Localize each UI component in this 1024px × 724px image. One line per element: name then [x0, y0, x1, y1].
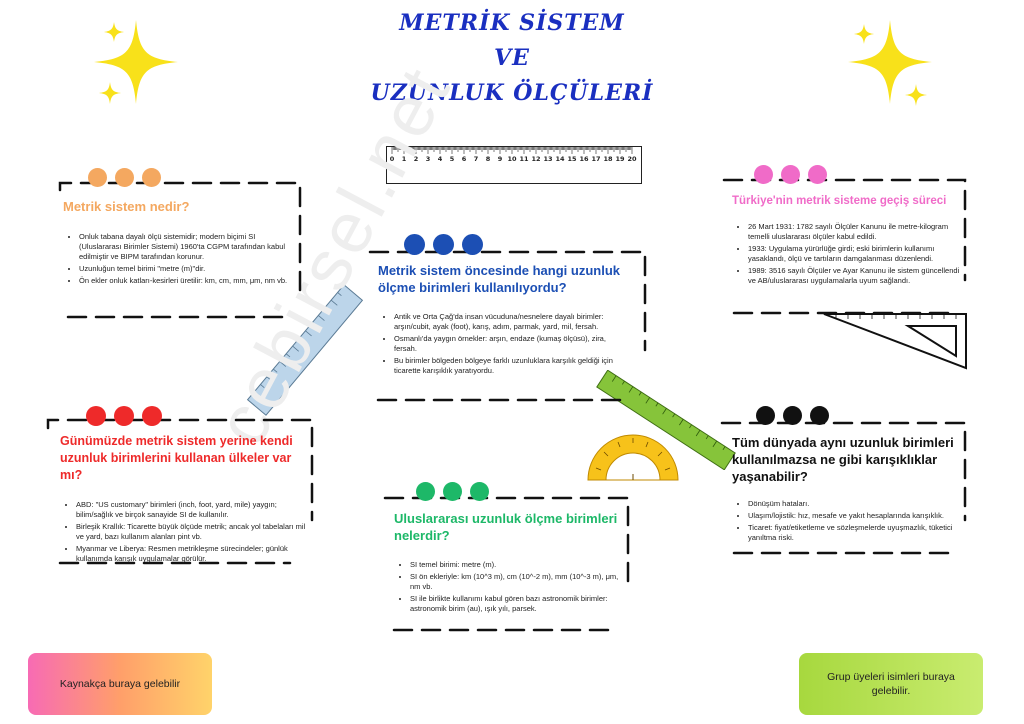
card-turkey-transition: Türkiye'nin metrik sisteme geçiş süreci … — [732, 193, 964, 288]
bullet-item: SI ön ekleriyle: km (10^3 m), cm (10^-2 … — [410, 572, 624, 592]
bullet-item: Ticaret: fiyat/etiketleme ve sözleşmeler… — [748, 523, 960, 543]
ruler-tick-label: 2 — [414, 155, 419, 163]
green-dot — [416, 482, 435, 501]
card-heading: Metrik sistem öncesinde hangi uzunluk öl… — [378, 263, 620, 295]
bullet-item: SI ile birlikte kullanımı kabul gören ba… — [410, 594, 624, 614]
references-box: Kaynakça buraya gelebilir — [28, 653, 212, 715]
bullet-item: Ulaşım/lojistik: hız, mesafe ve yakıt he… — [748, 511, 960, 521]
pink-dot — [781, 165, 800, 184]
green-dot — [470, 482, 489, 501]
ruler-tick-label: 11 — [519, 155, 529, 163]
bullet-item: 1989: 3516 sayılı Ölçüler ve Ayar Kanunu… — [748, 266, 964, 286]
ruler-tick-label: 9 — [498, 155, 503, 163]
black-dot — [756, 406, 775, 425]
orange-dot — [142, 168, 161, 187]
bullet-item: SI temel birimi: metre (m). — [410, 560, 624, 570]
ruler-tick-label: 13 — [543, 155, 552, 163]
sparkle-star-icon — [848, 20, 932, 106]
pink-dot — [754, 165, 773, 184]
ruler-tick-label: 5 — [450, 155, 455, 163]
ruler-tick-label: 14 — [555, 155, 565, 163]
ruler-tick-label: 18 — [603, 155, 613, 163]
blue-dot — [462, 234, 483, 255]
title-line-1: METRİK SİSTEM — [399, 10, 625, 36]
bullet-item: 1933: Uygulama yürürlüğe girdi; eski bir… — [748, 244, 964, 264]
pink-dot — [808, 165, 827, 184]
title-line-3: UZUNLUK ÖLÇÜLERİ — [370, 80, 654, 106]
ruler-tick-label: 1 — [402, 155, 407, 163]
bullet-item: 26 Mart 1931: 1782 sayılı Ölçüler Kanunu… — [748, 222, 964, 242]
bullet-list: ABD: "US customary" birimleri (inch, foo… — [60, 500, 308, 564]
ruler-tick-label: 6 — [462, 155, 467, 163]
ruler-tick-label: 17 — [591, 155, 600, 163]
bullet-item: Uzunluğun temel birimi "metre (m)"dir. — [79, 264, 295, 274]
ruler-tick-label: 19 — [615, 155, 625, 163]
black-dots — [756, 406, 829, 425]
green-dot — [443, 482, 462, 501]
bullet-list: Dönüşüm hataları. Ulaşım/lojistik: hız, … — [732, 499, 960, 543]
bullet-item: Bu birimler bölgeden bölgeye farklı uzun… — [394, 356, 628, 376]
references-text: Kaynakça buraya gelebilir — [59, 678, 181, 690]
ruler-tick-label: 16 — [579, 155, 589, 163]
bullet-list: SI temel birimi: metre (m). SI ön ekleri… — [394, 560, 624, 614]
orange-dot — [115, 168, 134, 187]
bullet-item: Osmanlı'da yaygın örnekler: arşın, endaz… — [394, 334, 628, 354]
red-dot — [142, 406, 162, 426]
bullet-list: Onluk tabana dayalı ölçü sistemidir; mod… — [63, 232, 295, 286]
card-confusion-risks: Tüm dünyada aynı uzunluk birimleri kulla… — [732, 434, 960, 545]
card-heading: Türkiye'nin metrik sisteme geçiş süreci — [732, 195, 947, 207]
green-dots — [416, 482, 489, 501]
group-members-box: Grup üyeleri isimleri buraya gelebilir. — [799, 653, 983, 715]
orange-dots — [88, 168, 161, 187]
card-heading: Tüm dünyada aynı uzunluk birimleri kulla… — [732, 435, 954, 484]
red-dots — [86, 406, 162, 426]
ruler-tick-label: 3 — [426, 155, 431, 163]
ruler-icon — [246, 284, 364, 416]
page-title: METRİK SİSTEM VE UZUNLUK ÖLÇÜLERİ — [262, 6, 762, 111]
ruler-tick-label: 0 — [390, 155, 395, 163]
ruler-icon — [596, 370, 736, 470]
bullet-item: Ön ekler onluk katları-kesirleri üretili… — [79, 276, 295, 286]
black-dot — [783, 406, 802, 425]
bullet-item: Myanmar ve Liberya: Resmen metrikleşme s… — [76, 544, 308, 564]
card-metric-definition: Metrik sistem nedir? Onluk tabana dayalı… — [63, 198, 295, 288]
ruler-tick-label: 15 — [567, 155, 577, 163]
bullet-item: Antik ve Orta Çağ'da insan vücuduna/nesn… — [394, 312, 628, 332]
bullet-list: 26 Mart 1931: 1782 sayılı Ölçüler Kanunu… — [732, 222, 964, 286]
bullet-list: Antik ve Orta Çağ'da insan vücuduna/nesn… — [378, 312, 628, 376]
title-line-2: VE — [494, 45, 530, 71]
bullet-item: Onluk tabana dayalı ölçü sistemidir; mod… — [79, 232, 295, 262]
bullet-item: Dönüşüm hataları. — [748, 499, 960, 509]
ruler-tick-label: 8 — [486, 155, 491, 163]
card-heading: Günümüzde metrik sistem yerine kendi uzu… — [60, 434, 293, 482]
set-square-icon — [823, 313, 967, 370]
sparkle-star-icon — [94, 20, 178, 104]
ruler-tick-label: 4 — [438, 155, 443, 163]
ruler-tick-label: 12 — [531, 155, 540, 163]
red-dot — [86, 406, 106, 426]
orange-dot — [88, 168, 107, 187]
group-members-text: Grup üyeleri isimleri buraya gelebilir. — [827, 671, 955, 697]
bullet-item: Birleşik Krallık: Ticarette büyük ölçüde… — [76, 522, 308, 542]
red-dot — [114, 406, 134, 426]
card-non-metric-countries: Günümüzde metrik sistem yerine kendi uzu… — [60, 433, 308, 566]
blue-dot — [433, 234, 454, 255]
ruler-tick-label: 7 — [474, 155, 479, 163]
pink-dots — [754, 165, 827, 184]
blue-dots — [404, 234, 483, 255]
card-international-units: Uluslararası uzunluk ölçme birimleri nel… — [394, 510, 624, 616]
protractor-icon — [587, 434, 679, 481]
bullet-item: ABD: "US customary" birimleri (inch, foo… — [76, 500, 308, 520]
black-dot — [810, 406, 829, 425]
ruler-tick-label: 10 — [507, 155, 517, 163]
card-pre-metric-units: Metrik sistem öncesinde hangi uzunluk öl… — [378, 262, 628, 378]
card-heading: Uluslararası uzunluk ölçme birimleri nel… — [394, 511, 618, 543]
ruler-tick-label: 20 — [627, 155, 637, 163]
card-heading: Metrik sistem nedir? — [63, 199, 190, 214]
blue-dot — [404, 234, 425, 255]
